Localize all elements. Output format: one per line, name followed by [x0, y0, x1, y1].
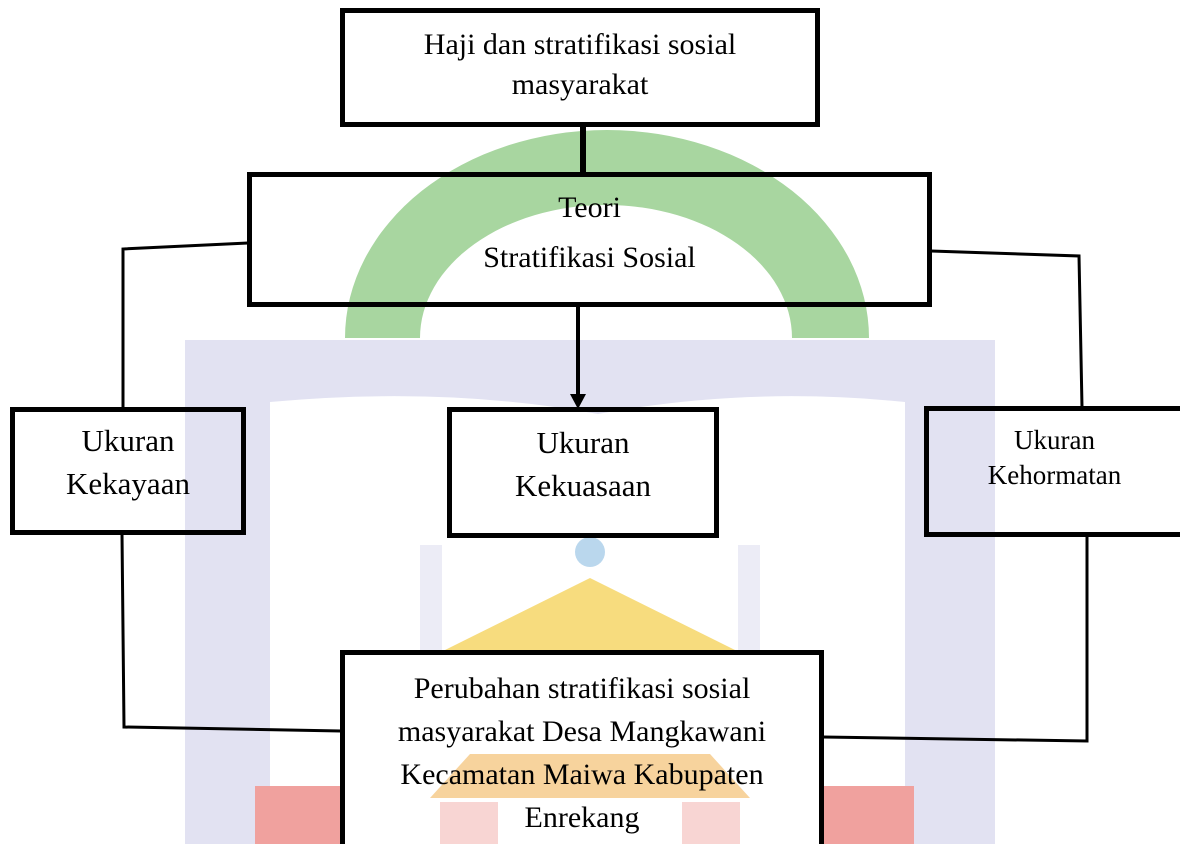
watermark-base-right — [824, 786, 914, 844]
measure-box-power: Ukuran Kekuasaan — [447, 407, 719, 538]
arrow-head-icon — [570, 394, 586, 409]
connector-wealth-to-result — [120, 533, 342, 733]
watermark-inner-pillar-left — [420, 545, 442, 650]
measure-power-line-2: Kekuasaan — [515, 468, 651, 503]
measure-honor-line-1: Ukuran — [1014, 425, 1095, 455]
measure-honor-line-2: Kehormatan — [987, 460, 1122, 490]
measure-wealth-line-2: Kekayaan — [66, 466, 190, 501]
connector-theory-to-wealth — [121, 241, 249, 408]
watermark-base-inner-left — [440, 802, 498, 844]
result-box-line-3: Kecamatan Maiwa Kabupaten — [400, 758, 764, 791]
result-box: Perubahan stratifikasi sosial masyarakat… — [340, 650, 824, 844]
theory-box-line-1: Teori — [558, 191, 621, 224]
result-box-line-1: Perubahan stratifikasi sosial — [413, 672, 751, 705]
measure-box-honor: Ukuran Kehormatan — [924, 406, 1180, 537]
watermark-band — [430, 754, 750, 798]
measure-power-line-1: Ukuran — [536, 425, 630, 460]
watermark-chevron — [445, 578, 735, 650]
measure-box-wealth: Ukuran Kekayaan — [10, 407, 246, 535]
result-box-line-4: Enrekang — [524, 801, 640, 834]
measure-wealth-line-1: Ukuran — [81, 423, 175, 458]
watermark-inner-pillar-right — [738, 545, 760, 650]
result-box-line-2: masyarakat Desa Mangkawani — [397, 715, 767, 748]
watermark-base-left — [255, 786, 340, 844]
top-box-line-1: Haji dan stratifikasi sosial — [423, 28, 737, 61]
connector-theory-to-honor — [930, 249, 1084, 408]
theory-box-line-2: Stratifikasi Sosial — [483, 241, 696, 274]
theory-box: Teori Stratifikasi Sosial — [247, 172, 932, 307]
watermark-globe — [575, 537, 605, 567]
watermark-dome — [345, 130, 869, 338]
watermark-base-inner-right — [682, 802, 740, 844]
connector-honor-to-result — [822, 536, 1089, 743]
top-box: Haji dan stratifikasi sosial masyarakat — [340, 8, 820, 127]
top-box-line-2: masyarakat — [511, 68, 649, 101]
